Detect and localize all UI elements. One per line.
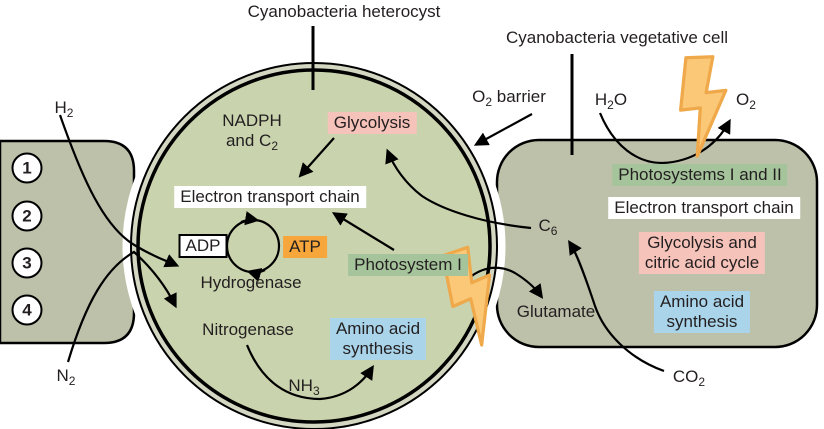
n2-label-sub: 2: [68, 374, 76, 388]
o2-barrier-post: barrier: [492, 87, 546, 106]
channel-marker-2-text: 2: [22, 206, 32, 225]
adp-tag-text: ADP: [185, 236, 221, 255]
h2-label: H2: [54, 98, 74, 120]
co2-label: CO2: [672, 367, 706, 389]
h2-label-sub: 2: [66, 106, 74, 120]
channel-marker-2: 2: [11, 200, 43, 232]
co2-label-text: CO: [672, 367, 699, 386]
glycolysis-citric-tag: Glycolysis and citric acid cycle: [638, 232, 766, 274]
c6-to-glycolysis-arrow: [385, 148, 532, 230]
channel-marker-1: 1: [11, 152, 43, 184]
adp-tag: ADP: [178, 234, 228, 258]
c6-label-text: C: [538, 216, 551, 235]
nh3-to-amino-acid-arrow: [245, 344, 374, 401]
photosystem1-tag: Photosystem I: [348, 254, 468, 276]
h2-label-text: H: [54, 98, 67, 117]
heterocyst-etc-tag: Electron transport chain: [174, 186, 366, 208]
nh3-label-sub: 3: [312, 384, 320, 398]
h2o-label-sub: 2: [607, 98, 614, 112]
glutamate-label: Glutamate: [517, 302, 595, 322]
o2-label-sub: 2: [749, 98, 756, 112]
nitrogenase-text: Nitrogenase: [202, 320, 294, 339]
heterocyst-amino-line1: Amino acid: [335, 319, 421, 338]
glycolysis-tag-text: Glycolysis: [333, 113, 411, 132]
glycolysis-to-etc-arrow: [298, 137, 335, 178]
h2o-label-text: H: [594, 90, 608, 109]
channel-marker-4: 4: [11, 294, 43, 326]
co2-label-sub: 2: [698, 375, 706, 389]
hydrogenase-text: Hydrogenase: [200, 273, 302, 292]
heterocyst-title: Cyanobacteria heterocyst: [248, 2, 441, 22]
atp-tag-text: ATP: [289, 237, 321, 256]
glycolysis-citric-line2: citric acid cycle: [644, 253, 760, 272]
o2-barrier-sub: 2: [485, 95, 493, 109]
nadph-line2-sub: 2: [271, 139, 279, 153]
adp-atp-cycle-arrowhead-top: [240, 211, 260, 226]
heterocyst-amino-acid-tag: Amino acid synthesis: [329, 318, 427, 360]
vegetative-etc-tag: Electron transport chain: [608, 197, 800, 219]
nadph-label: NADPH and C2: [222, 111, 282, 153]
vegetative-title-text: Cyanobacteria vegetative cell: [505, 28, 729, 47]
vegetative-etc-text: Electron transport chain: [614, 198, 794, 217]
o2-label: O2: [736, 90, 756, 112]
h2o-label-post: O: [613, 90, 628, 109]
vegetative-amino-line1: Amino acid: [659, 292, 745, 311]
o2-barrier-text: O: [472, 87, 486, 106]
vegetative-amino-line2: synthesis: [666, 312, 738, 331]
left-cell-shape: [0, 139, 136, 345]
h2o-label: H2O: [594, 90, 628, 112]
atp-tag: ATP: [283, 236, 327, 258]
photosystems-text: Photosystems I and II: [618, 165, 782, 184]
water-to-oxygen-arrow: [598, 112, 731, 165]
photosystem1-text: Photosystem I: [354, 255, 462, 274]
heterocyst-amino-line2: synthesis: [342, 339, 414, 358]
glycolysis-citric-line1: Glycolysis and: [647, 233, 757, 252]
o2-barrier-arrow: [473, 113, 533, 146]
c6-label: C6: [538, 216, 558, 238]
photosystem1-to-etc-arrow: [331, 212, 395, 251]
channel-marker-1-text: 1: [22, 158, 32, 177]
hydrogenase-label: Hydrogenase: [200, 273, 301, 293]
vegetative-amino-acid-tag: Amino acid synthesis: [653, 291, 751, 333]
heterocyst-title-text: Cyanobacteria heterocyst: [247, 2, 441, 21]
nh3-label-text: NH: [288, 376, 313, 395]
adp-atp-cycle-arrowhead-bottom: [246, 268, 266, 282]
channel-marker-4-text: 4: [22, 300, 32, 319]
glycolysis-tag: Glycolysis: [327, 112, 417, 134]
nitrogenase-label: Nitrogenase: [202, 320, 294, 340]
n2-label-text: N: [56, 366, 69, 385]
glutamate-label-text: Glutamate: [516, 302, 596, 321]
nadph-line2: and C: [225, 131, 272, 150]
photosystems-tag: Photosystems I and II: [612, 164, 788, 186]
vegetative-title: Cyanobacteria vegetative cell: [506, 28, 728, 48]
nadph-line1: NADPH: [222, 111, 282, 130]
heterocyst-etc-text: Electron transport chain: [180, 187, 360, 206]
n2-label: N2: [56, 366, 76, 388]
co2-to-c6-arrow: [568, 239, 665, 373]
c6-label-sub: 6: [550, 224, 558, 238]
channel-marker-3: 3: [11, 247, 43, 279]
lightning-bolt-icon: [678, 55, 728, 158]
h2-uptake-arrow: [58, 114, 180, 268]
o2-label-text: O: [736, 90, 750, 109]
n2-uptake-arrow: [66, 250, 177, 363]
channel-marker-3-text: 3: [22, 253, 32, 272]
nh3-label: NH3: [288, 376, 320, 398]
o2-barrier-label: O2 barrier: [472, 87, 546, 109]
